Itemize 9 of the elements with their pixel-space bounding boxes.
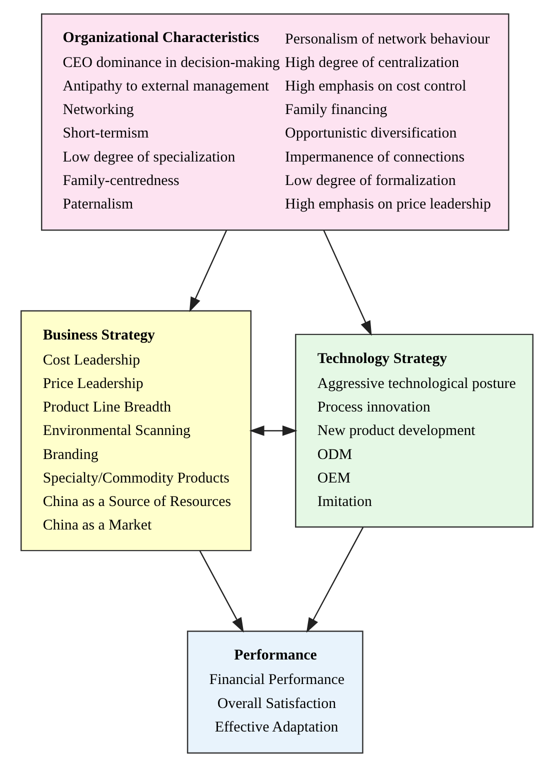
node-box: Business Strategy Cost Leadership Price Leadership Product Line Breadth Environmental Scanning Branding Specialty/Commodity Products China as a Source of Resources China as a Market xyxy=(20,310,252,551)
node-box: Organizational Characteristics Personalism of network behaviour CEO dominance in decision-making High degree of centralization Antipathy to external management High emphasis on cost control Networking Family financing Short-termism Opportunistic diversification Low degree of specialization Impermanence of connections Family-centredness Low degree of formalization Paternalism High emphasis on price leadership xyxy=(41,12,510,230)
arrow xyxy=(306,526,364,632)
arrow xyxy=(323,230,372,336)
arrow xyxy=(249,424,298,436)
node-box: Performance Financial Performance Overall Satisfaction Effective Adaptation xyxy=(186,630,364,754)
arrow xyxy=(199,550,244,632)
arrow xyxy=(189,230,228,312)
node-box: Technology Strategy Aggressive technological posture Process innovation New product development ODM OEM Imitation xyxy=(295,333,534,528)
